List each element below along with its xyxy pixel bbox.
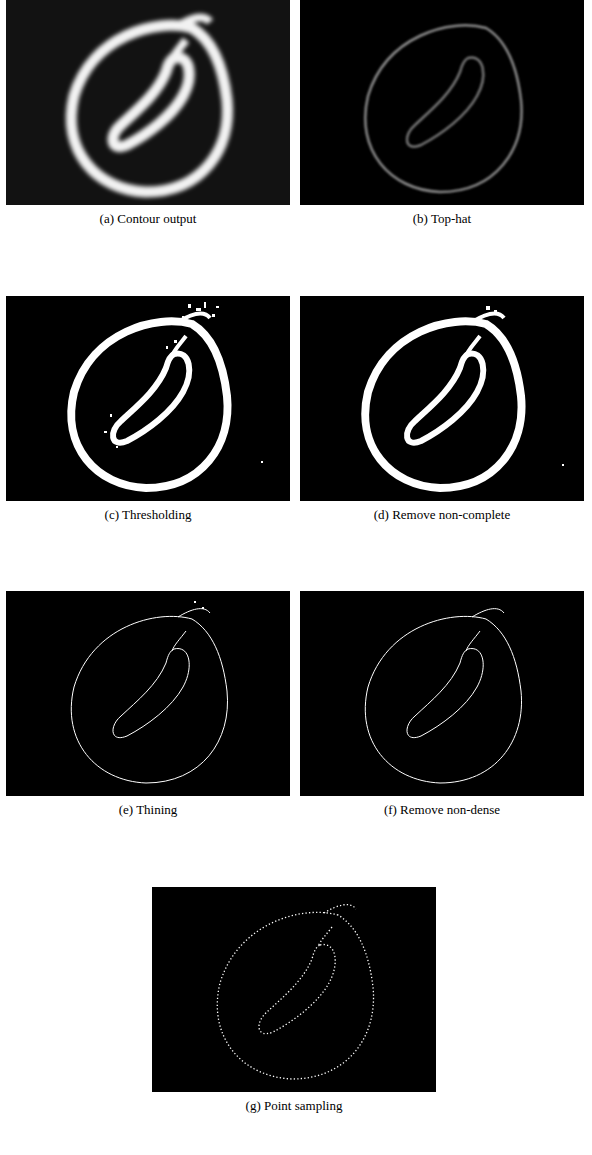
- remove-non-complete-image: [300, 296, 584, 501]
- point-sampling-image: [152, 887, 436, 1092]
- panel-caption: (d) Remove non-complete: [374, 507, 510, 523]
- panel-caption: (c) Thresholding: [105, 507, 192, 523]
- top-hat-image: [300, 0, 584, 205]
- panel-caption: (b) Top-hat: [413, 211, 471, 227]
- panel-caption: (g) Point sampling: [246, 1098, 343, 1114]
- panel-caption: (a) Contour output: [100, 211, 197, 227]
- thresholding-image: [6, 296, 290, 501]
- remove-non-dense-image: [300, 591, 584, 796]
- contour-output-image: [6, 0, 290, 205]
- panel-caption: (e) Thining: [119, 802, 178, 818]
- thinning-image: [6, 591, 290, 796]
- panel-caption: (f) Remove non-dense: [384, 802, 500, 818]
